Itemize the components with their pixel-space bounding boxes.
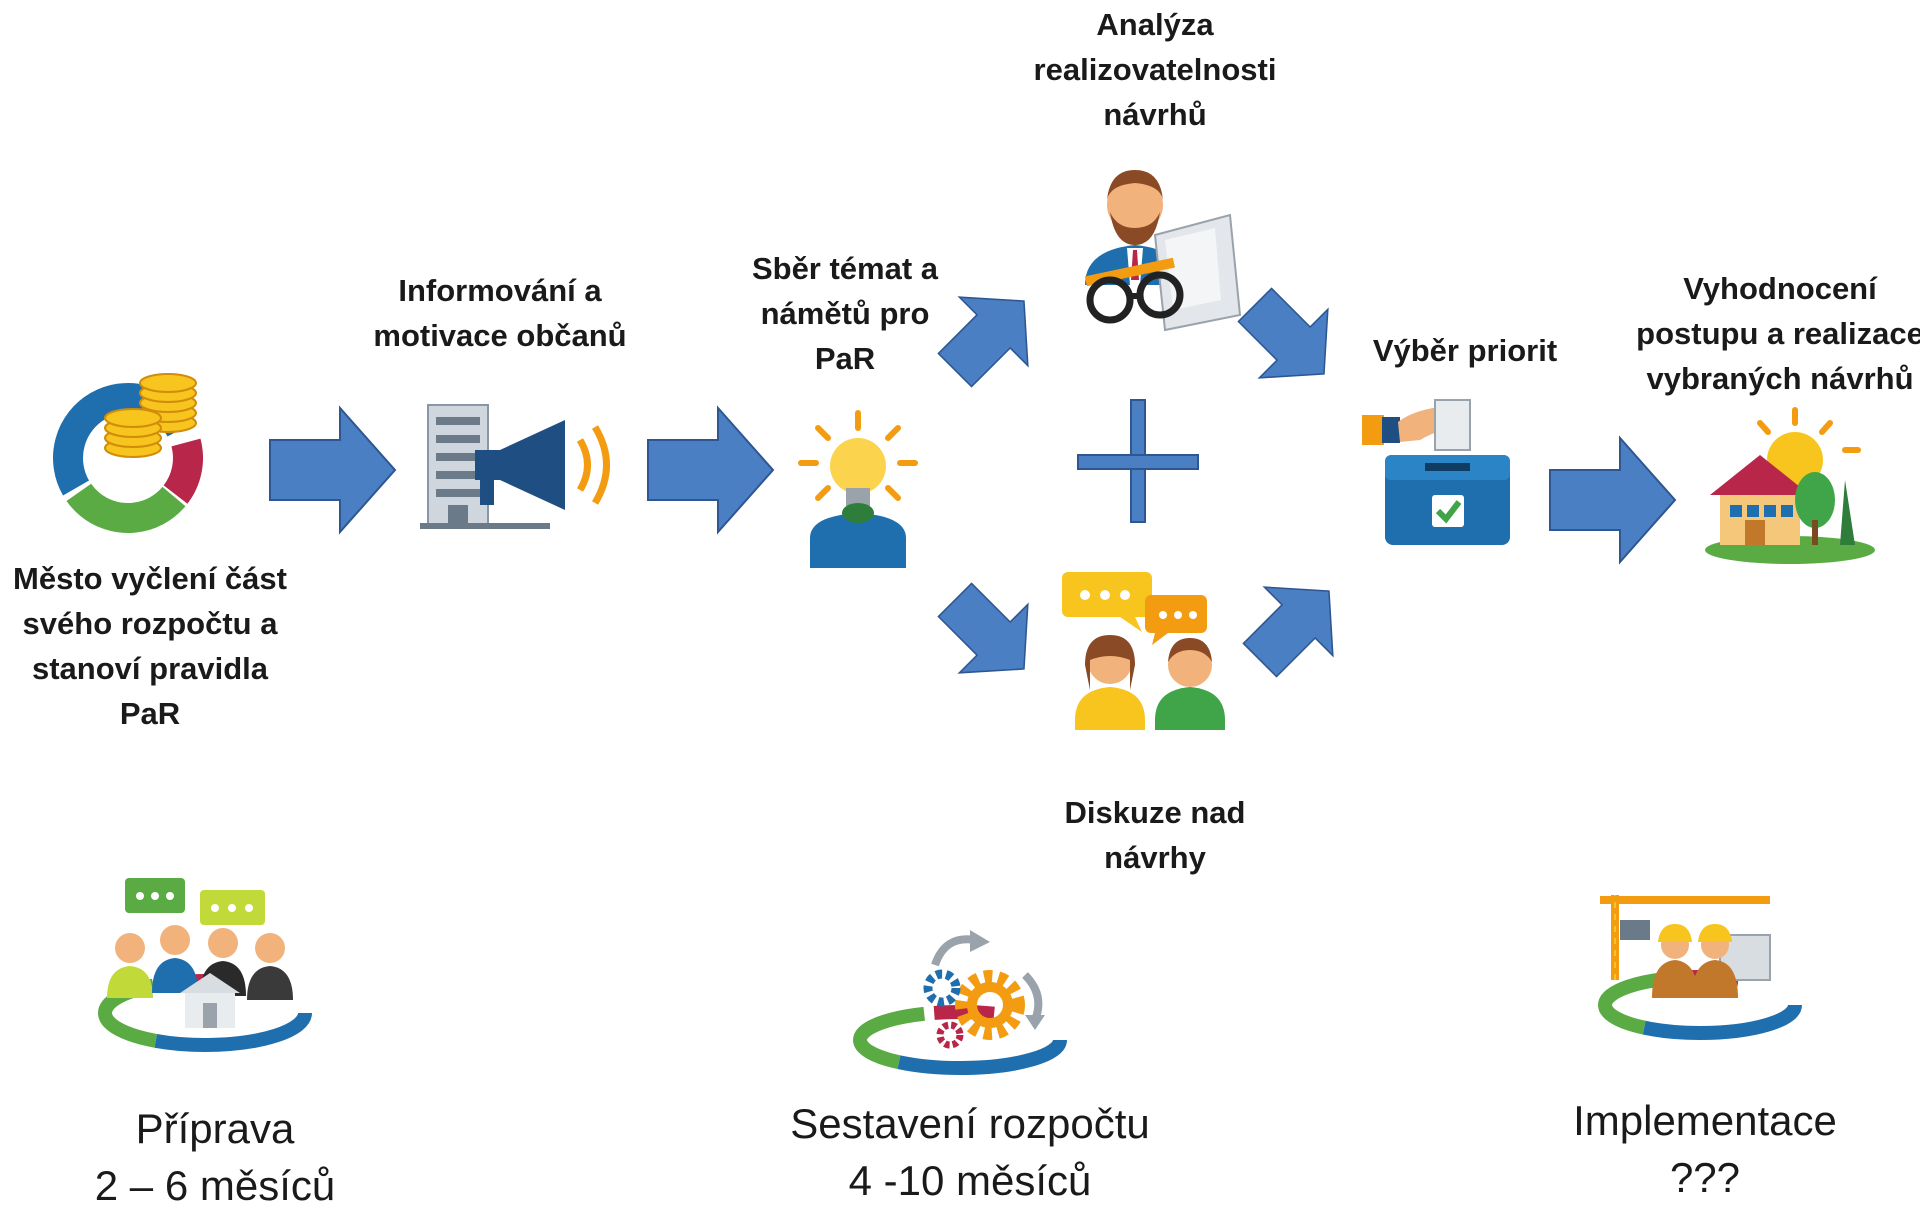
discussion-people-icon (1062, 572, 1225, 730)
house-sun-icon (1705, 407, 1875, 564)
step-label-discussion: Diskuze nad návrhy (1064, 795, 1246, 875)
phase-title-preparation: Příprava (135, 1105, 295, 1152)
phase-duration-implementation: ??? (1669, 1154, 1741, 1201)
step-label-analysis: Analýza realizovatelnosti návrhů (1033, 7, 1277, 132)
step-label-inform: Informování a motivace občanů (373, 273, 627, 353)
building-megaphone-icon (420, 404, 610, 529)
budget-pie-coins-icon (53, 373, 203, 533)
lightbulb-person-icon (798, 410, 918, 568)
construction-workers-icon (1598, 895, 1802, 1040)
step-label-budget: Město vyčlení část svého rozpočtu a stan… (13, 561, 287, 731)
step-label-priorities: Výběr priorit (1372, 333, 1558, 368)
phase-title-budgeting: Sestavení rozpočtu (790, 1100, 1150, 1147)
phase-title-implementation: Implementace (1573, 1097, 1837, 1144)
gears-process-icon (853, 930, 1067, 1075)
phase-duration-budgeting: 4 -10 měsíců (848, 1157, 1092, 1204)
ballot-box-icon (1362, 399, 1510, 545)
step-label-collect: Sběr témat a námětů pro PaR (751, 251, 939, 376)
community-meeting-icon (98, 878, 312, 1052)
step-label-evaluation: Vyhodnocení postupu a realizace vybranýc… (1636, 271, 1920, 396)
plus-icon (1077, 399, 1199, 523)
analyst-documents-icon (1084, 170, 1242, 332)
phase-duration-preparation: 2 – 6 měsíců (94, 1162, 336, 1209)
